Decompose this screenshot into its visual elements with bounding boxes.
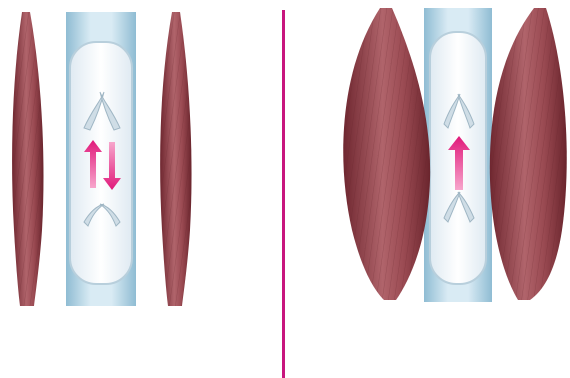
right-muscle-inner-fibers [490, 8, 567, 300]
right-panel [343, 8, 567, 302]
right-muscle-outer-fibers [343, 8, 430, 300]
left-muscle-inner-fibers [160, 12, 191, 306]
left-panel [12, 12, 191, 306]
left-muscle-outer-fibers [12, 12, 43, 306]
left-valve-capsule [70, 42, 132, 284]
panel-divider [282, 10, 285, 378]
